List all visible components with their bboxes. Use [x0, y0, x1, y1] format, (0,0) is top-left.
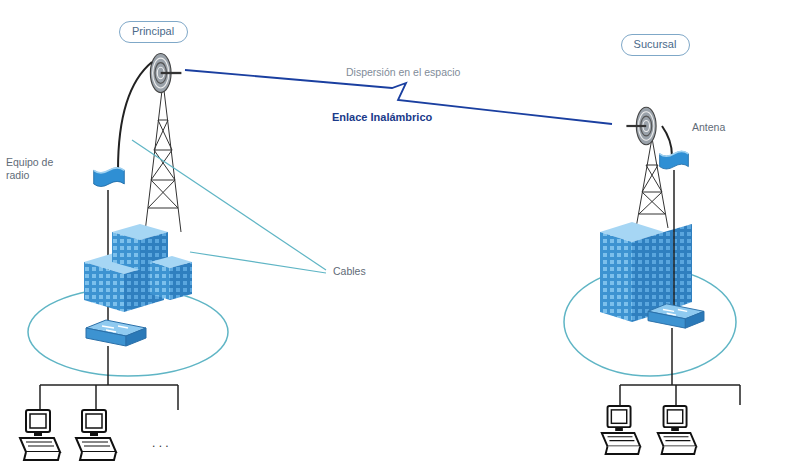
site-pill: Principal	[119, 21, 188, 43]
site-name: Sucursal	[634, 38, 677, 51]
site-name: Principal	[132, 25, 174, 38]
link-title: Enlace Inalámbrico	[330, 111, 434, 124]
site-pill: Sucursal	[621, 34, 690, 56]
ellipsis: . . .	[150, 436, 171, 450]
cables-label: Cables	[331, 265, 368, 278]
link-note: Dispersión en el espacio	[344, 66, 462, 79]
antenna-label: Antena	[690, 121, 727, 134]
radio-label: Equipo de radio	[4, 156, 66, 181]
